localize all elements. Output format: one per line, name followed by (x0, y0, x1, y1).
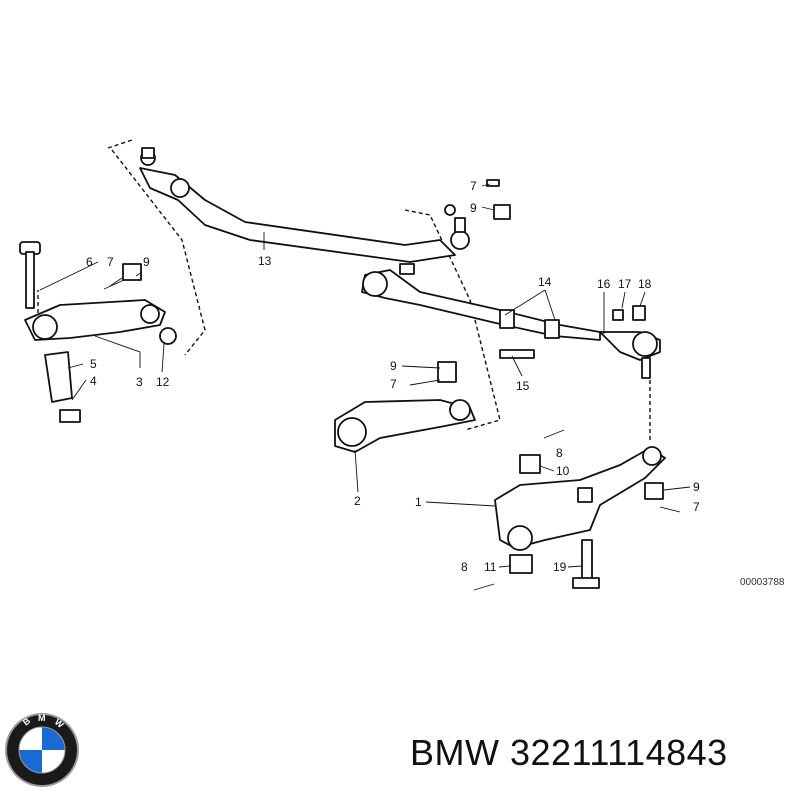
diagram-reference-number: 00003788 (740, 577, 785, 588)
svg-text:B: B (21, 715, 33, 727)
callout-8: 8 (461, 560, 468, 574)
pitman-arm (334, 361, 476, 453)
callout-9: 9 (390, 359, 397, 373)
assembly-guides (37, 139, 651, 440)
callout-14: 14 (538, 275, 552, 289)
callout-11: 11 (484, 560, 497, 574)
callout-7: 7 (470, 179, 477, 193)
callout-7: 7 (693, 500, 700, 514)
callout-6: 6 (86, 255, 93, 269)
leader-lines (39, 183, 691, 568)
callout-7: 7 (390, 377, 397, 391)
svg-text:M: M (38, 713, 46, 723)
callout-7: 7 (107, 255, 114, 269)
tie-rod (361, 263, 661, 379)
callout-13: 13 (258, 254, 272, 268)
callout-9: 9 (470, 201, 477, 215)
callout-19: 19 (553, 560, 567, 574)
callout-labels: 13 7 9 6 7 9 5 4 3 12 14 16 17 18 15 9 7… (86, 179, 785, 588)
callout-3: 3 (136, 375, 143, 389)
callout-18: 18 (638, 277, 652, 291)
center-track-rod (139, 147, 470, 263)
callout-10: 10 (556, 464, 570, 478)
callout-9: 9 (143, 255, 150, 269)
callout-9: 9 (693, 480, 700, 494)
callout-8: 8 (556, 446, 563, 460)
suspension-parts-diagram: 13 7 9 6 7 9 5 4 3 12 14 16 17 18 15 9 7… (19, 139, 785, 591)
lower-control-arm (473, 429, 681, 591)
callout-15: 15 (516, 379, 530, 393)
bmw-logo: B M W (5, 713, 79, 787)
callout-17: 17 (618, 277, 632, 291)
callout-1: 1 (415, 495, 422, 509)
callout-4: 4 (90, 374, 97, 388)
part-caption: BMW 32211114843 (410, 732, 728, 773)
small-hardware (486, 179, 535, 359)
callout-16: 16 (597, 277, 611, 291)
idler-arm (19, 241, 177, 423)
callout-2: 2 (354, 494, 361, 508)
callout-5: 5 (90, 357, 97, 371)
callout-12: 12 (156, 375, 170, 389)
